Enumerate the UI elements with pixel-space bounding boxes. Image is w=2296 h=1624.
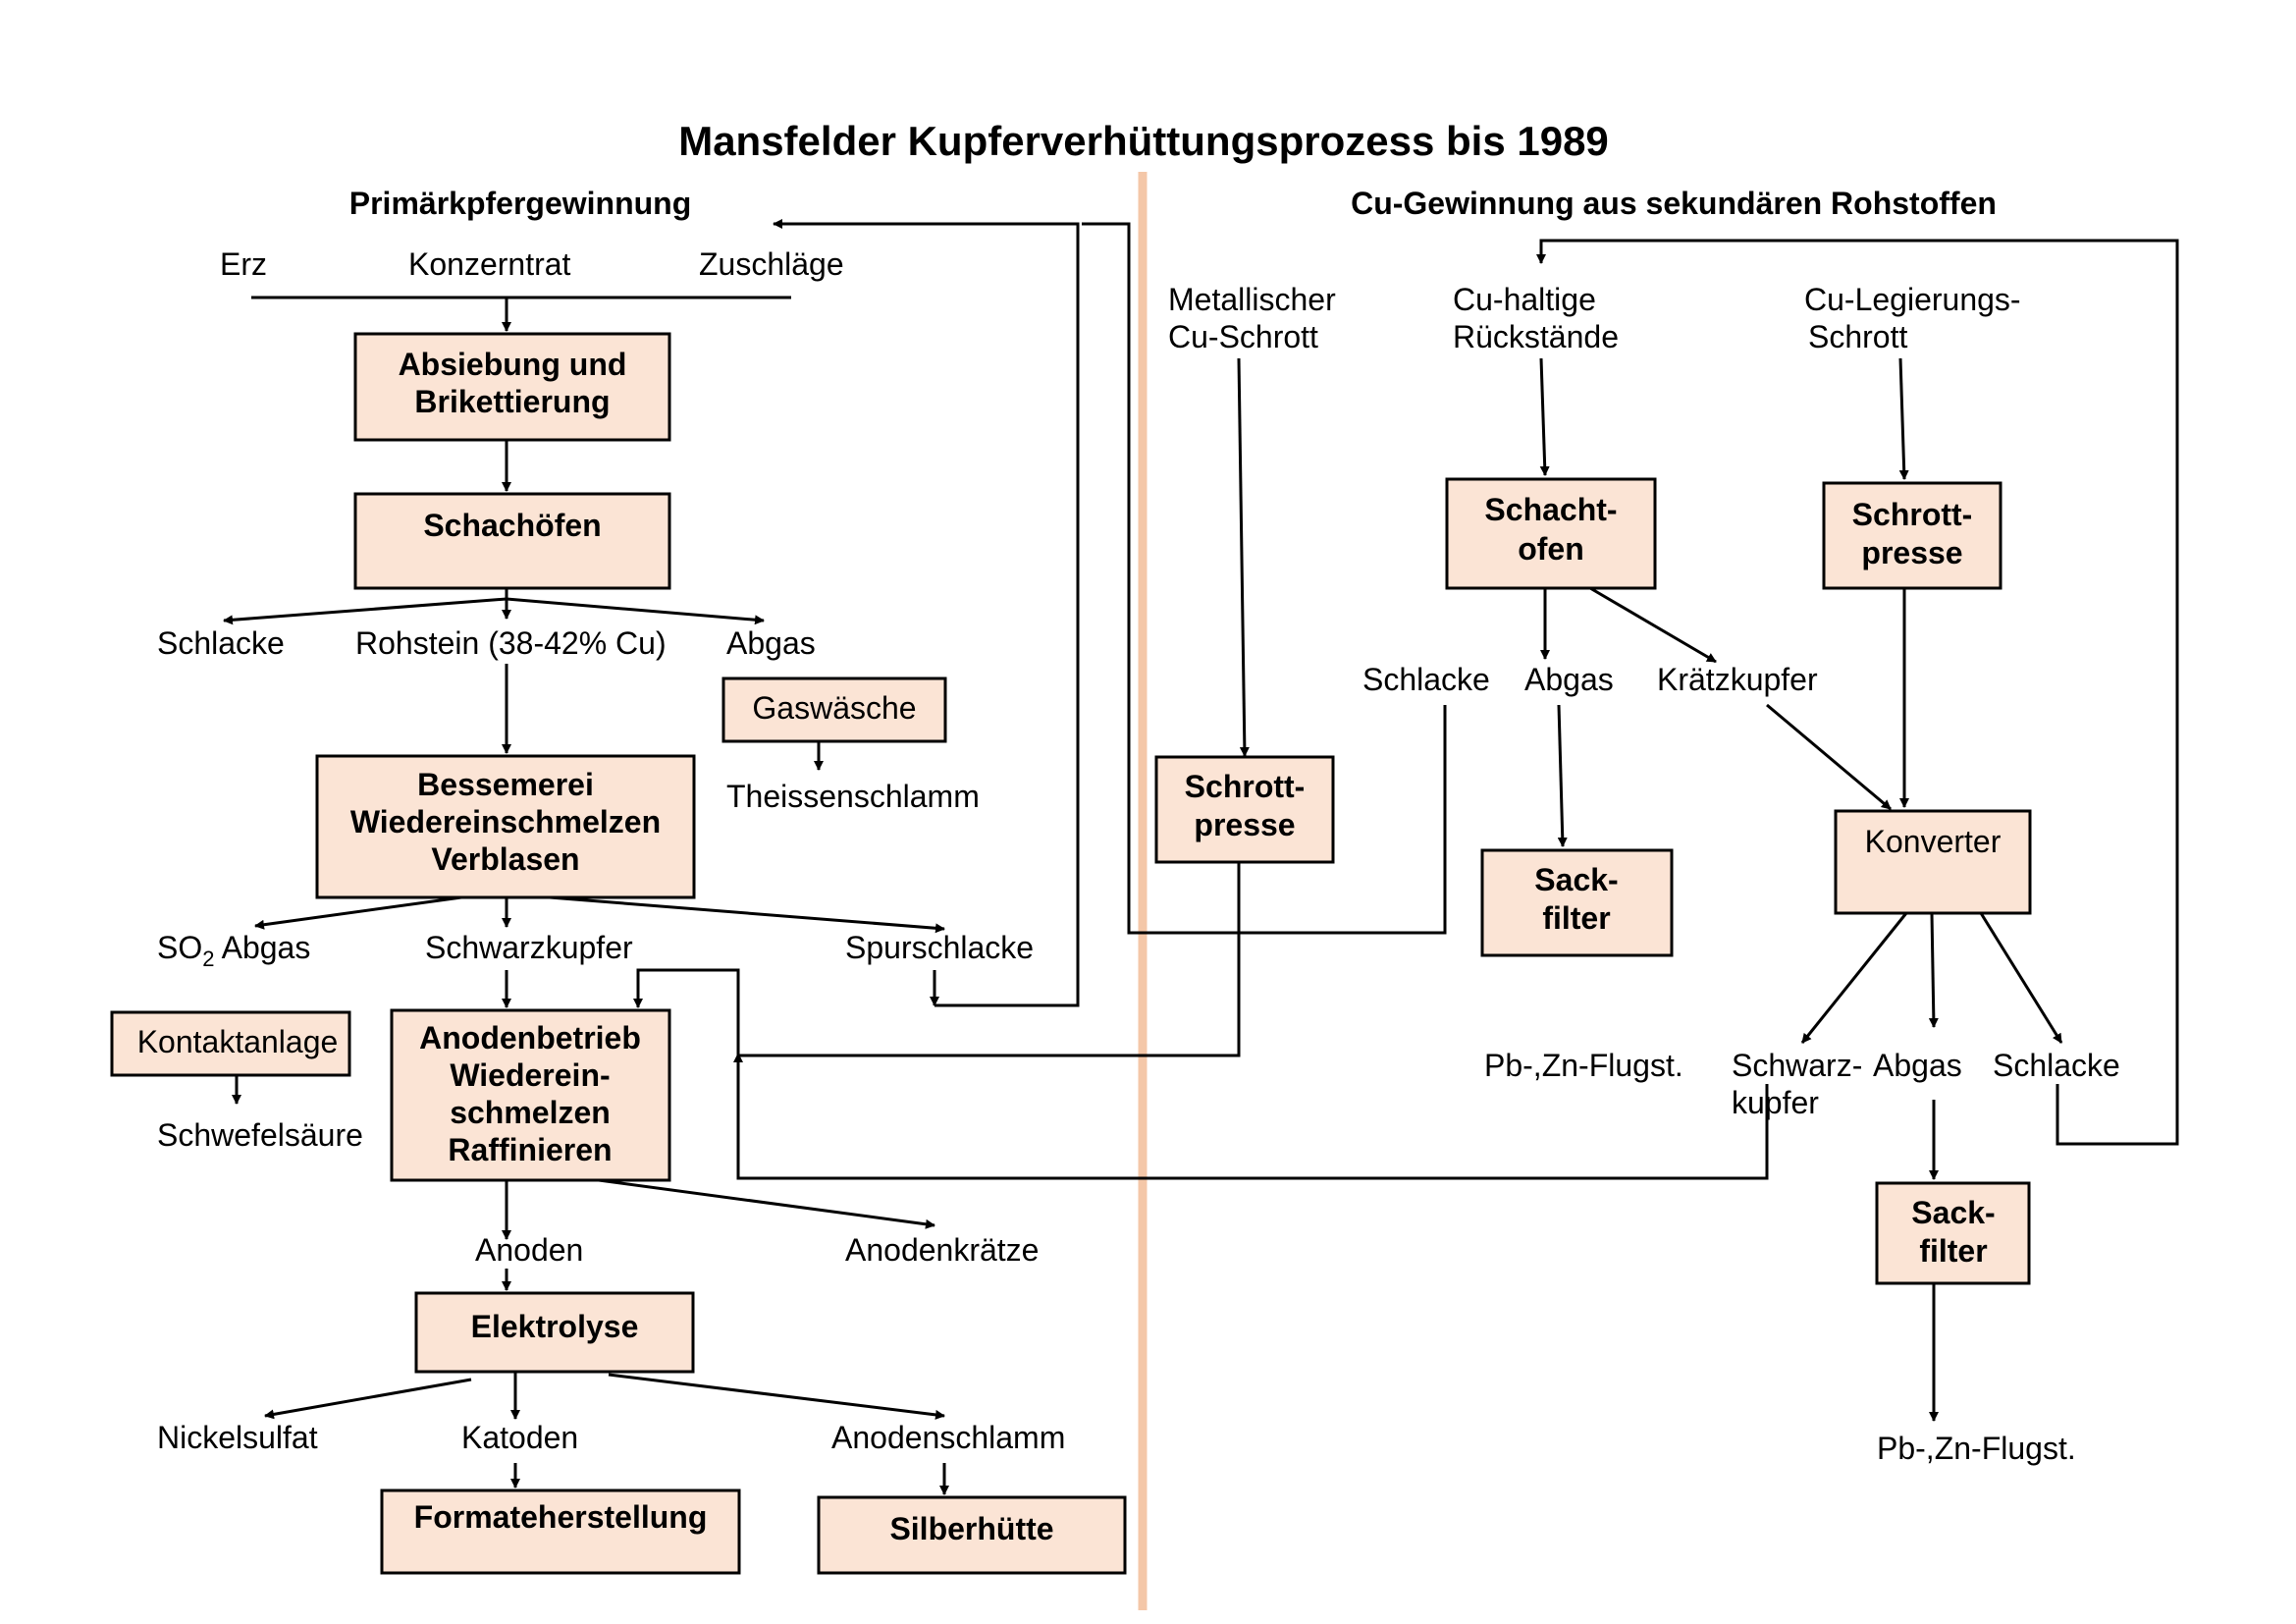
arrow-to-schrottpresse-mid — [1237, 357, 1250, 757]
arrow-to-anodenschlamm — [608, 1373, 945, 1420]
absiebung-line2: Brikettierung — [414, 384, 610, 419]
sackfilter1-line2: filter — [1542, 900, 1610, 936]
elektrolyse-label: Elektrolyse — [471, 1309, 639, 1344]
schrottpresse-mid-line1: Schrott- — [1185, 769, 1306, 804]
arrow-to-nickelsulfat — [264, 1378, 472, 1420]
metallischer-line2: Cu-Schrott — [1168, 319, 1318, 354]
label-schlacke-right1: Schlacke — [1362, 662, 1490, 697]
arrow-to-abgas-right2 — [1928, 912, 1939, 1028]
schachtofen-line1: Schacht- — [1484, 492, 1617, 527]
konverter-label: Konverter — [1865, 824, 2002, 859]
box-schachtofen — [1445, 477, 1657, 590]
label-zuschlaege: Zuschläge — [699, 246, 844, 282]
metallischer-line1: Metallischer — [1168, 282, 1336, 317]
schachtofen-line2: ofen — [1518, 531, 1584, 567]
schwarzkupfer-right-line2: kupfer — [1732, 1085, 1819, 1120]
gaswaesche-label: Gaswäsche — [752, 690, 916, 726]
sackfilter2-line2: filter — [1919, 1233, 1987, 1269]
label-rohstein: Rohstein (38-42% Cu) — [355, 625, 667, 661]
anodenbetrieb-line1: Anodenbetrieb — [419, 1020, 641, 1056]
box-anodenbetrieb — [390, 1008, 671, 1182]
box-sackfilter2 — [1875, 1181, 2031, 1285]
arrow-to-schachtofen — [1539, 357, 1550, 476]
box-schrottpresse-mid — [1154, 755, 1335, 864]
schachoefen-label: Schachöfen — [423, 508, 601, 543]
cuhaltige-line2: Rückstände — [1453, 319, 1619, 354]
arrow-to-anodenkraetze — [598, 1178, 935, 1229]
box-konverter — [1834, 809, 2032, 915]
schrottpresse-right-line1: Schrott- — [1852, 497, 1973, 532]
arrow-to-schrottpresse-right — [1898, 357, 1909, 480]
bessemerei-line3: Verblasen — [431, 841, 579, 877]
culegierung-line1: Cu-Legierungs- — [1804, 282, 2021, 317]
box-formateherstellung — [380, 1489, 741, 1575]
schwarzkupfer-return-line — [633, 968, 1769, 1180]
absiebung-line1: Absiebung und — [399, 347, 627, 382]
formateherstellung-label: Formateherstellung — [414, 1499, 708, 1535]
label-abgas-right2: Abgas — [1873, 1048, 1962, 1083]
label-theissenschlamm: Theissenschlamm — [726, 779, 980, 814]
silberhuette-label: Silberhütte — [889, 1511, 1053, 1546]
diagram-title: Mansfelder Kupferverhüttungsprozess bis … — [678, 118, 1609, 164]
arrow-to-so2 — [254, 895, 462, 930]
sackfilter2-line1: Sack- — [1911, 1195, 1995, 1230]
arrow-to-kraetzkupfer — [1589, 586, 1717, 664]
anodenbetrieb-line4: Raffinieren — [448, 1132, 612, 1167]
label-konzentrat: Konzerntrat — [408, 246, 571, 282]
kontaktanlage-label: Kontaktanlage — [137, 1024, 339, 1059]
schrottpresse-mid-output-line — [738, 862, 1241, 1057]
label-schwarzkupfer-left: Schwarzkupfer — [425, 930, 633, 965]
spurschlacke-feedback-line — [773, 219, 1080, 1007]
cuhaltige-line1: Cu-haltige — [1453, 282, 1596, 317]
label-nickelsulfat: Nickelsulfat — [157, 1420, 318, 1455]
label-schlacke: Schlacke — [157, 625, 285, 661]
label-kraetzkupfer: Krätzkupfer — [1657, 662, 1818, 697]
heading-primary: Primärkpfergewinnung — [349, 186, 692, 221]
schrottpresse-mid-line2: presse — [1194, 807, 1295, 842]
box-kontaktanlage — [110, 1010, 351, 1077]
box-schrottpresse-right — [1822, 481, 2002, 590]
sackfilter1-line1: Sack- — [1534, 862, 1618, 897]
box-elektrolyse — [414, 1291, 695, 1374]
label-erz: Erz — [220, 246, 267, 282]
box-gaswaesche — [721, 677, 947, 743]
label-abgas: Abgas — [726, 625, 816, 661]
box-silberhuette — [817, 1495, 1127, 1575]
label-schwefelsaeure: Schwefelsäure — [157, 1117, 363, 1153]
label-pbzn2: Pb-,Zn-Flugst. — [1877, 1431, 2076, 1466]
label-spurschlacke: Spurschlacke — [845, 930, 1034, 965]
box-bessemerei — [315, 754, 696, 899]
box-absiebung — [353, 332, 671, 442]
bessemerei-line2: Wiedereinschmelzen — [350, 804, 661, 839]
arrow-to-sackfilter1 — [1557, 704, 1568, 847]
schlacke-recycle-line — [1536, 239, 2179, 1146]
schlacke-return-line — [1082, 222, 1447, 935]
box-schachoefen — [353, 492, 671, 590]
arrow-kraetzkupfer-to-konverter — [1766, 703, 1892, 811]
arrow-to-spurschlacke — [549, 895, 945, 934]
label-so2: SO2 Abgas — [157, 930, 310, 971]
heading-secondary: Cu-Gewinnung aus sekundären Rohstoffen — [1351, 186, 1997, 221]
arrow-to-schwarzkupfer-right — [1800, 912, 1908, 1044]
schrottpresse-right-line2: presse — [1861, 535, 1962, 570]
label-pbzn1: Pb-,Zn-Flugst. — [1484, 1048, 1683, 1083]
bessemerei-line1: Bessemerei — [417, 767, 594, 802]
label-abgas-right1: Abgas — [1524, 662, 1614, 697]
arrow-to-schlacke-right2 — [1979, 912, 2063, 1044]
label-anodenkraetze: Anodenkrätze — [845, 1232, 1039, 1268]
schwarzkupfer-right-line1: Schwarz- — [1732, 1048, 1862, 1083]
arrow-to-schlacke — [223, 597, 507, 625]
arrow-to-abgas — [506, 597, 765, 625]
label-katoden: Katoden — [461, 1420, 578, 1455]
anodenbetrieb-line2: Wiederein- — [450, 1057, 610, 1093]
label-anoden: Anoden — [475, 1232, 583, 1268]
culegierung-line2: Schrott — [1808, 319, 1907, 354]
label-anodenschlamm: Anodenschlamm — [831, 1420, 1065, 1455]
label-schlacke-right2: Schlacke — [1993, 1048, 2120, 1083]
box-sackfilter1 — [1480, 848, 1674, 957]
anodenbetrieb-line3: schmelzen — [450, 1095, 611, 1130]
